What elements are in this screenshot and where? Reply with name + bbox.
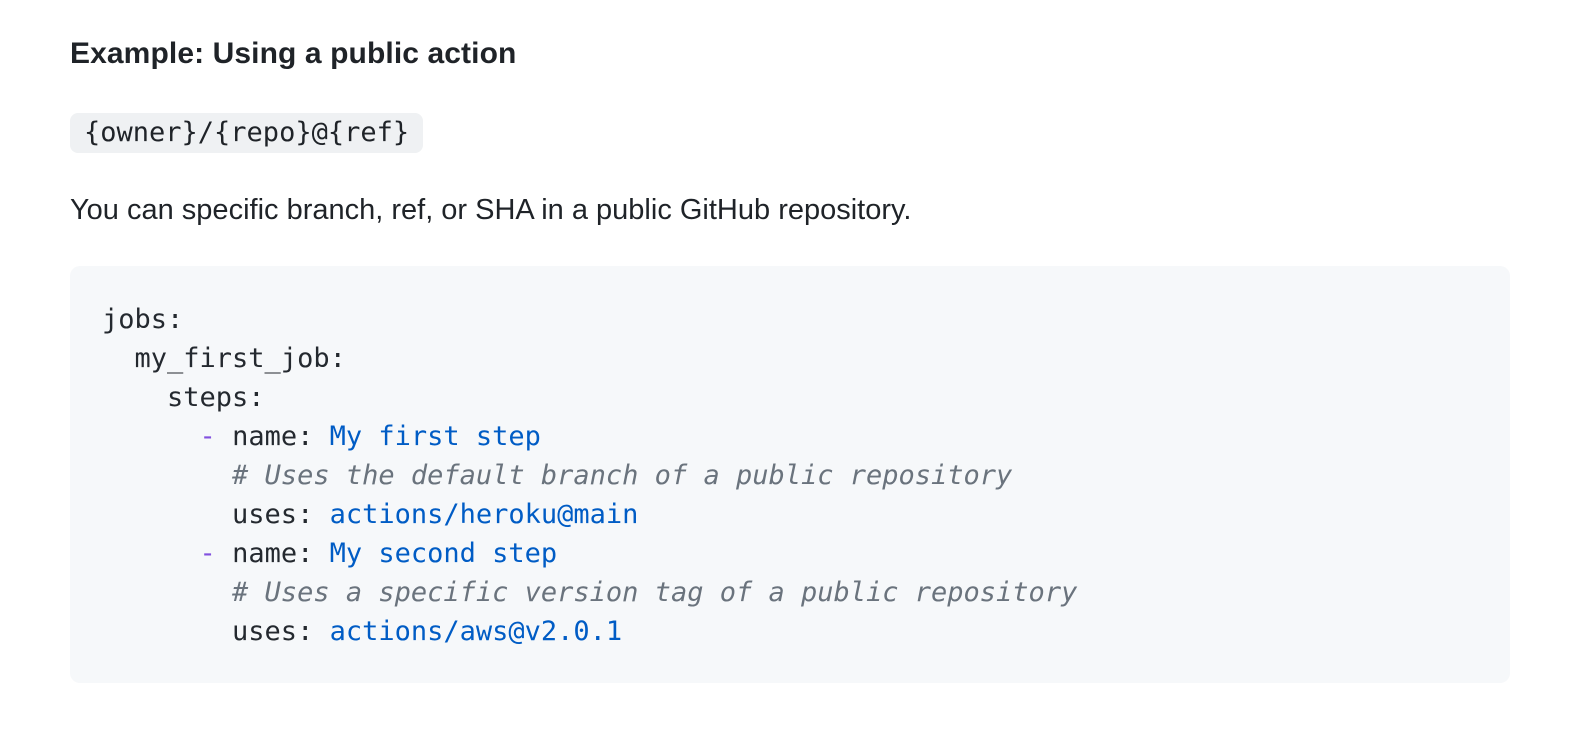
code-token-plain: jobs: bbox=[102, 304, 184, 335]
code-line: uses: actions/heroku@main bbox=[102, 495, 1478, 534]
code-line: steps: bbox=[102, 378, 1478, 417]
code-token-plain bbox=[102, 538, 200, 569]
yaml-code-block: jobs: my_first_job: steps: - name: My fi… bbox=[70, 266, 1510, 683]
code-token-plain bbox=[102, 577, 232, 608]
code-line: # Uses a specific version tag of a publi… bbox=[102, 573, 1478, 612]
code-token-plain bbox=[102, 460, 232, 491]
code-token-plain: uses: bbox=[102, 499, 330, 530]
code-token-plain: uses: bbox=[102, 616, 330, 647]
code-token-plain bbox=[102, 421, 200, 452]
docs-page-section: Example: Using a public action {owner}/{… bbox=[70, 37, 1510, 683]
section-heading: Example: Using a public action bbox=[70, 37, 517, 70]
code-token-string: My second step bbox=[329, 538, 558, 569]
code-line: jobs: bbox=[102, 300, 1478, 339]
code-line: my_first_job: bbox=[102, 339, 1478, 378]
code-token-comment: # Uses a specific version tag of a publi… bbox=[232, 577, 1078, 608]
inline-code-owner-repo-ref: {owner}/{repo}@{ref} bbox=[70, 113, 424, 153]
code-token-plain: name: bbox=[215, 538, 330, 569]
code-token-plain: my_first_job: bbox=[102, 343, 346, 374]
code-line: # Uses the default branch of a public re… bbox=[102, 456, 1478, 495]
code-token-string: My first step bbox=[329, 421, 541, 452]
code-token-plain: steps: bbox=[102, 382, 265, 413]
code-token-string: actions/heroku@main bbox=[329, 499, 639, 530]
code-token-plain: name: bbox=[215, 421, 330, 452]
code-token-string: actions/aws@v2.0.1 bbox=[329, 616, 623, 647]
code-line: - name: My second step bbox=[102, 534, 1478, 573]
code-token-comment: # Uses the default branch of a public re… bbox=[232, 460, 1013, 491]
intro-paragraph: You can specific branch, ref, or SHA in … bbox=[70, 194, 912, 226]
code-token-punct: - bbox=[199, 421, 216, 452]
code-line: uses: actions/aws@v2.0.1 bbox=[102, 612, 1478, 651]
code-token-punct: - bbox=[199, 538, 216, 569]
action-reference-syntax-row: {owner}/{repo}@{ref} bbox=[70, 113, 1510, 153]
code-line: - name: My first step bbox=[102, 417, 1478, 456]
yaml-code: jobs: my_first_job: steps: - name: My fi… bbox=[102, 300, 1478, 651]
